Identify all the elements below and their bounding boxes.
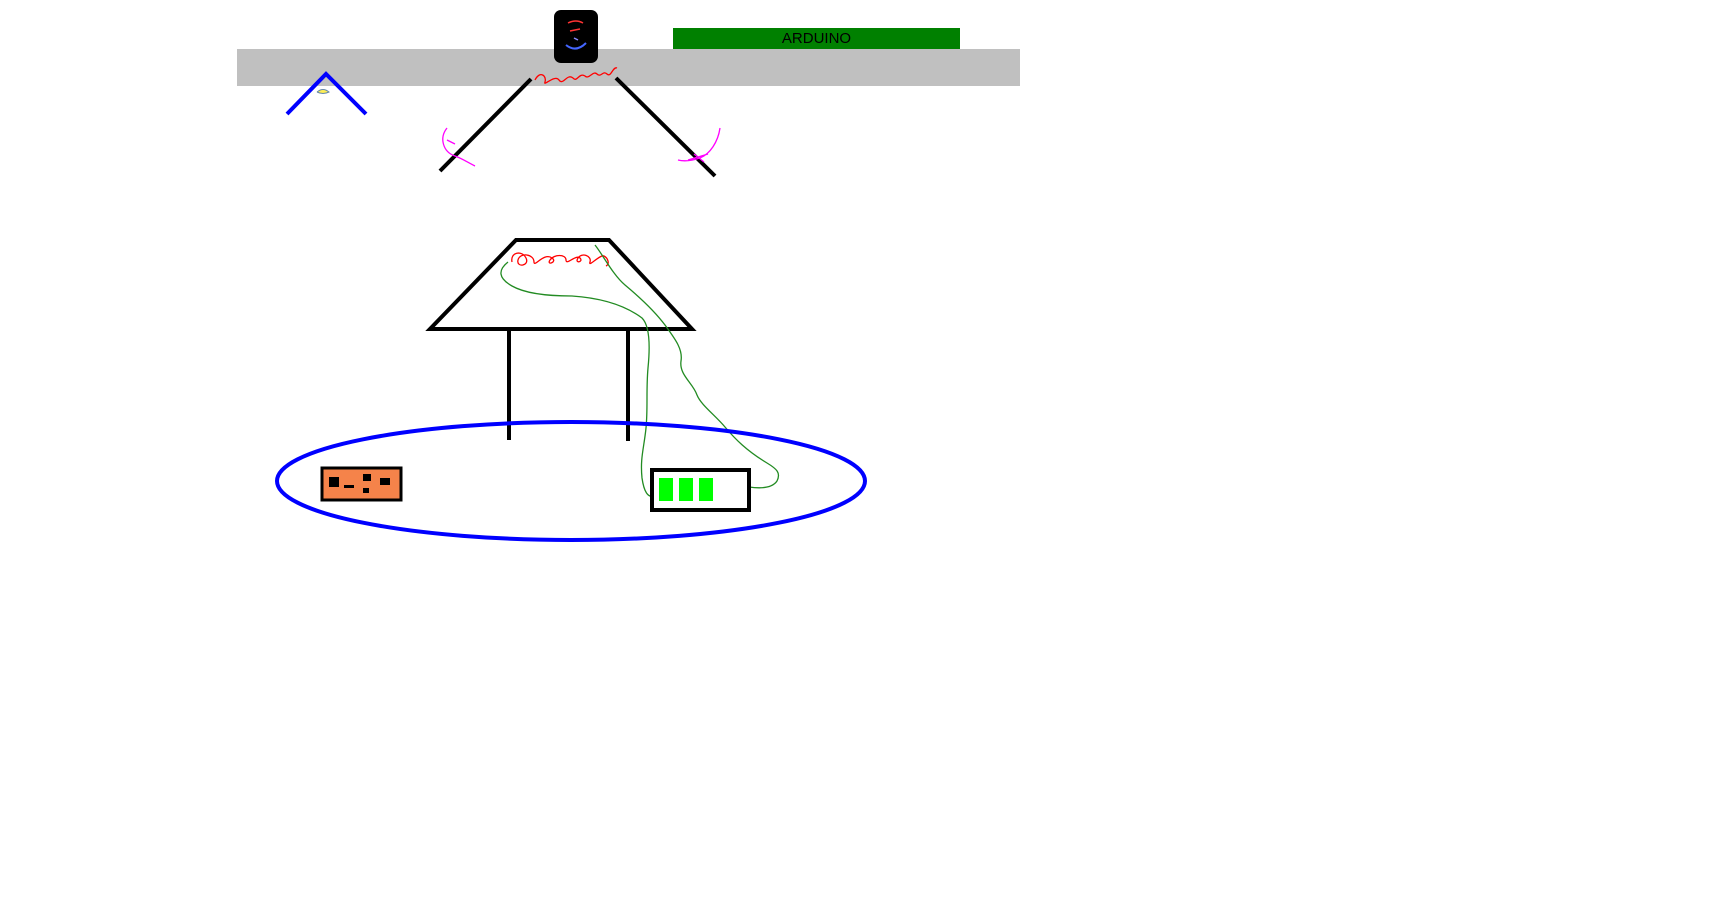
green-wire-inner: [500, 261, 655, 498]
left-arm-mark: [442, 127, 476, 167]
red-wiring-platform: [511, 252, 609, 267]
right-arm: [614, 76, 717, 178]
arduino-label: ARDUINO: [673, 28, 960, 49]
sensor-module-icon: [554, 10, 598, 63]
left-arm: [438, 77, 533, 173]
top-rail: [237, 49, 1020, 86]
green-wire-outer: [594, 244, 780, 489]
battery-cell: [699, 478, 713, 501]
trapezoid-platform: [425, 238, 697, 331]
battery-cells: [659, 478, 713, 501]
battery-cell: [659, 478, 673, 501]
orange-module: [320, 466, 403, 502]
battery-cell: [679, 478, 693, 501]
right-arm-mark: [677, 127, 721, 163]
red-wiring-top: [534, 67, 618, 84]
base-ellipse: [275, 420, 867, 542]
left-hinge-icon: [285, 71, 368, 116]
battery-icon: [650, 468, 751, 512]
